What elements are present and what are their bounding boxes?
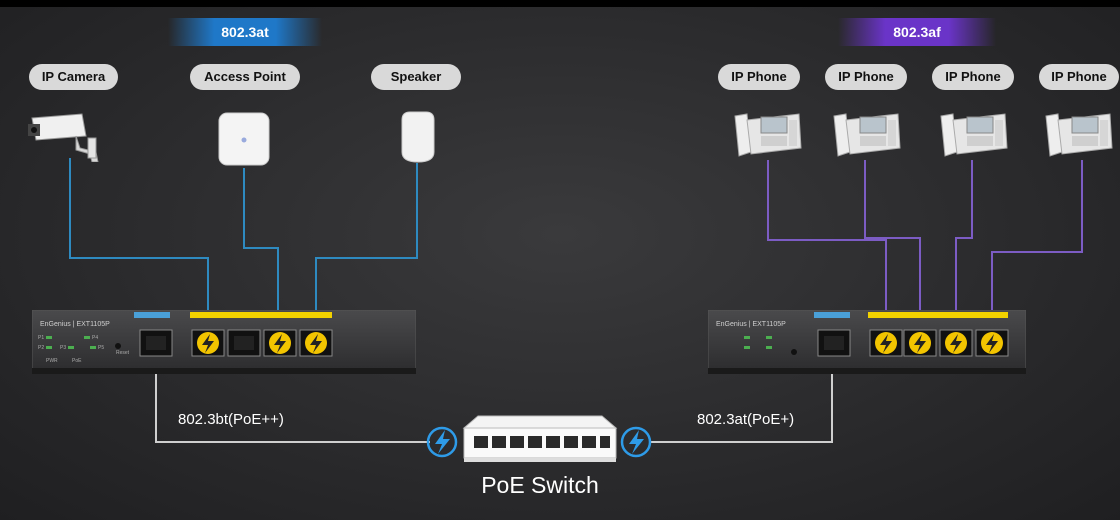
- ip-phone-icon-1: [734, 113, 802, 157]
- svg-text:P5: P5: [98, 345, 104, 351]
- access-point-icon: [218, 112, 270, 166]
- ip-camera-icon: [28, 113, 99, 162]
- standard-802-3af-header: 802.3af: [838, 18, 996, 46]
- svg-text:PoE: PoE: [72, 358, 82, 364]
- svg-text:P1: P1: [38, 335, 44, 341]
- top-bar: [0, 0, 1120, 7]
- device-label-access-point: Access Point: [190, 64, 300, 90]
- poe-extender-left: EnGenius | EXT1105P P1 P4 P2 P3 P5 PWR PoE Re…: [32, 310, 416, 374]
- poe-bolt-icon-left: [426, 426, 458, 458]
- wire-phone-4: [991, 160, 1083, 318]
- uplink-left: [155, 358, 430, 443]
- device-label-ip-camera: IP Camera: [29, 64, 118, 90]
- wire-phone-3: [955, 160, 973, 318]
- svg-text:EnGenius | EXT1105P: EnGenius | EXT1105P: [716, 321, 786, 328]
- poe-extender-right: EnGenius | EXT1105P: [708, 310, 1026, 374]
- uplink-label-left: 802.3bt(PoE++): [178, 411, 284, 428]
- device-label-ip-phone-1: IP Phone: [718, 64, 800, 90]
- device-label-ip-phone-4: IP Phone: [1039, 64, 1119, 90]
- uplink-right: [650, 358, 833, 443]
- wire-camera: [69, 158, 209, 318]
- wire-access-point: [243, 168, 279, 318]
- svg-text:P2: P2: [38, 345, 44, 351]
- standard-802-3at-header: 802.3at: [168, 18, 322, 46]
- wire-phone-2: [864, 160, 921, 318]
- svg-text:EnGenius | EXT1105P: EnGenius | EXT1105P: [40, 321, 110, 328]
- svg-text:PWR: PWR: [46, 358, 58, 364]
- device-label-speaker: Speaker: [371, 64, 461, 90]
- poe-switch-label: PoE Switch: [481, 472, 599, 498]
- svg-text:P4: P4: [92, 335, 98, 341]
- uplink-label-right: 802.3at(PoE+): [697, 411, 795, 428]
- wire-phone-1: [767, 160, 887, 318]
- poe-switch-icon: [462, 415, 618, 462]
- device-label-ip-phone-2: IP Phone: [825, 64, 907, 90]
- speaker-icon: [401, 111, 435, 163]
- svg-text:P3: P3: [60, 345, 66, 351]
- device-label-ip-phone-3: IP Phone: [932, 64, 1014, 90]
- poe-bolt-icon-right: [620, 426, 652, 458]
- ip-phone-icon-3: [940, 113, 1008, 157]
- ip-phone-icon-2: [833, 113, 901, 157]
- wire-speaker: [315, 163, 418, 318]
- svg-text:Reset: Reset: [116, 350, 130, 356]
- ip-phone-icon-4: [1045, 113, 1113, 157]
